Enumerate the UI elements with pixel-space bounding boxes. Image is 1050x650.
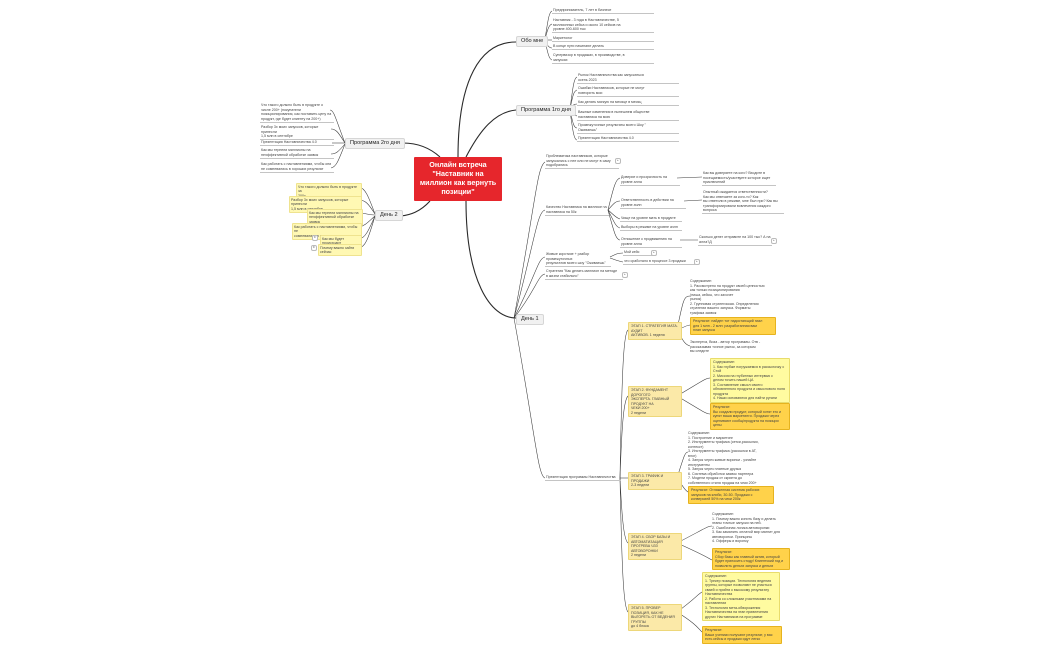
branch-program-day1[interactable]: Программа 1го дня: [516, 105, 576, 116]
expand-icon[interactable]: +: [615, 158, 621, 164]
quality-item: Отношение к продвижению на уровне алла: [620, 237, 682, 248]
responsibility-note: Опытный ожидается ответственности? Как м…: [702, 190, 784, 214]
review-sales: что сработало в процессе 3 продажи: [623, 259, 695, 265]
program2-item: Презентация Наставничества 4.0: [260, 140, 334, 146]
day1-presentation: Презентация программы Наставничества: [545, 475, 621, 481]
stage-2-title[interactable]: ЭТАП 2. ФУНДАМЕНТ ДОРОГОГО ЭКСПЕРТА. ГЛА…: [628, 386, 682, 417]
branch-about[interactable]: Обо мне: [516, 36, 549, 47]
branch-day1[interactable]: День 1: [516, 314, 544, 325]
branch-day2[interactable]: День 2: [375, 210, 403, 221]
day1-problem: Проблематика наставников, которые запуск…: [545, 154, 619, 169]
attachment-icon[interactable]: ≡: [311, 245, 317, 251]
program1-item: Ошибки Наставников, которые не могут пов…: [577, 86, 679, 97]
stage-4-title[interactable]: ЭТАП 4. СБОР БАЗЫ И АВТОМАТИЗАЦИЯ ПРОГРЕ…: [628, 533, 682, 560]
expand-icon[interactable]: +: [694, 259, 700, 265]
stage-5-result: Результат: Ваши ученики получают результ…: [702, 626, 782, 644]
expand-icon[interactable]: +: [622, 272, 628, 278]
day2-item: Почему важно зайти сейчас: [318, 244, 362, 256]
expand-icon[interactable]: +: [771, 238, 777, 244]
program2-item: Что такого должно быть в продукте о числ…: [260, 103, 334, 123]
stage-2-content: Содержание: 1. Как глубже погружаемся в …: [710, 358, 790, 403]
day1-reviews: Живые короткие + разбор промежуточных ре…: [545, 252, 611, 267]
stage-2-result: Результат: Вы создали продукт, который х…: [710, 403, 790, 430]
attachment-icon[interactable]: ≡: [312, 235, 318, 241]
quality-item: Выборы в режиме на уровне ачлн: [620, 225, 682, 231]
central-topic[interactable]: Онлайн встреча "Наставник на миллион как…: [414, 157, 502, 201]
program2-item: Как мы терпели миллионы на неэффективной…: [260, 148, 334, 159]
stage-1-title[interactable]: ЭТАП 1. СТРАТЕГИЯ МАТА. АУДИТ АКТИВОВ. 1…: [628, 322, 682, 340]
stage-1-content: Содержание: 1. Рассмотрено на продукт св…: [690, 279, 765, 315]
day1-quality: Качество Наставника на миллион vs настав…: [545, 205, 609, 216]
program2-item: Как работать с наставлениями, чтобы они …: [260, 162, 334, 173]
about-item: В конце пути начинают делать: [552, 44, 654, 50]
program1-item: Промежуточные результаты моего Шоу " Ожи…: [577, 123, 679, 134]
expand-icon[interactable]: +: [651, 250, 657, 256]
about-item: Супервизор в продажах, в производстве, в…: [552, 53, 654, 64]
stage-3-result: Результат: Отлаженная система рабочих за…: [688, 486, 774, 504]
quality-responsibility: Ответственность в действии на уровне ачл…: [620, 198, 686, 209]
about-item: Предприниматель, 7 лет в бизнесе: [552, 8, 654, 14]
program1-item: Презентация Наставничества 4.0: [577, 136, 679, 142]
program1-item: Важные изменения в нынешнем обществе нас…: [577, 110, 679, 121]
program1-item: Как делать мягкую на месяце в месяц: [577, 100, 679, 106]
about-item: Наставник - 3 года в Наставничестве, 5 м…: [552, 18, 654, 33]
day2-item: Разбор 3х моих запусков, которые принесл…: [289, 196, 362, 213]
quality-item: Чище на уровне мать в продукте: [620, 216, 682, 222]
quality-trust: Доверие и прозрачность на уровне алла: [620, 175, 680, 186]
stage-1-note: Экспертиз, Виза - автор программы. Отв -…: [690, 340, 761, 353]
stage-5-title[interactable]: ЭТАП 5. ПРОВЕР ПОЗИЦИЯ, КАК НЕ ВЫГОРЕТЬ …: [628, 604, 682, 631]
stage-5-content: Содержание: 1. Трекер позиции. Технологи…: [702, 572, 780, 621]
trust-note: Как вы доверяете на кого? Входите в посе…: [702, 171, 776, 186]
stage-4-result: Результат: Сбор базы как главный актив, …: [712, 548, 790, 570]
review-case: Мой кейс: [623, 250, 655, 256]
stage-4-content: Содержание: 1. Почему важно копить базу …: [712, 512, 780, 543]
promotion-note: Сколько денег отправите на 100 тыс? А на…: [698, 235, 772, 246]
program1-item: Рынок Наставничества как запускаться осе…: [577, 73, 679, 84]
branch-program-day2[interactable]: Программа 2го дня: [345, 138, 405, 149]
stage-1-result: Результат: найден тот надостающий пазл д…: [690, 317, 776, 335]
day2-item: Как мы терпели миллионы на неэффективной…: [307, 209, 363, 226]
about-item: Маркетолог: [552, 36, 654, 42]
stage-3-title[interactable]: ЭТАП 3. ТРАФИК И ПРОДАЖИ 2-3 недели: [628, 472, 682, 490]
program2-item: Разбор 3х моих запусков, которые принесл…: [260, 125, 334, 140]
stage-3-content: Содержание: 1. Построение и маркетинг 2.…: [688, 431, 759, 485]
day1-strategy: Стратегия "Как делать миллион на методе …: [545, 269, 623, 280]
